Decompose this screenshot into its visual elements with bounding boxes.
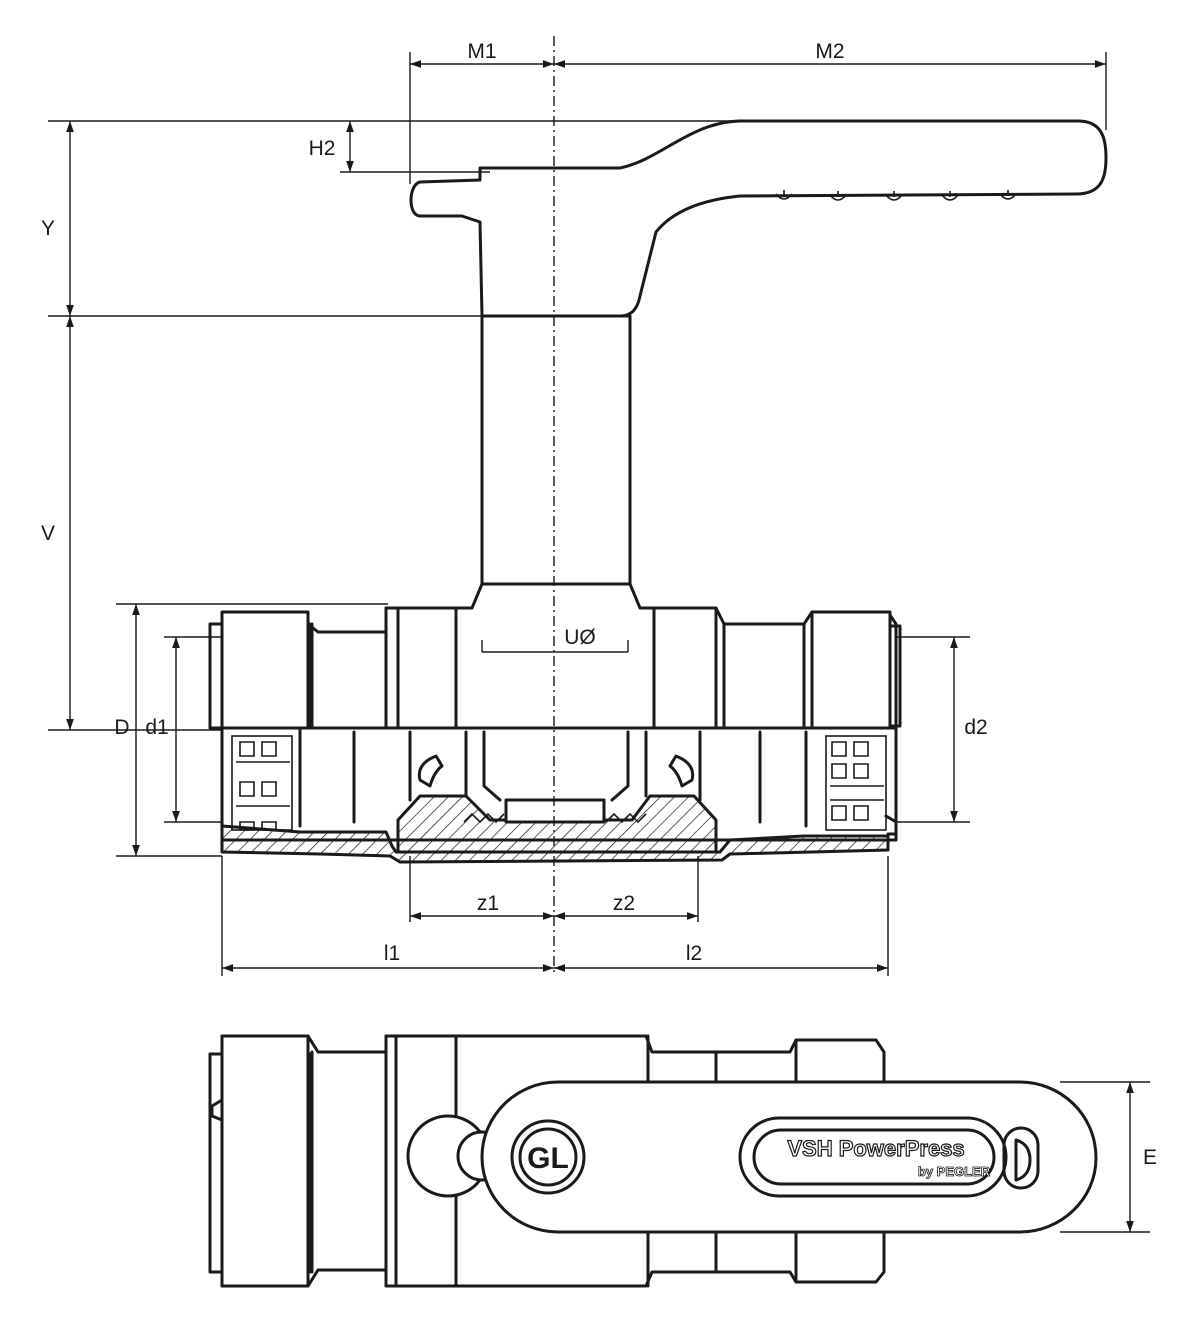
extension-lines [48,52,1107,976]
dimension-lines [66,60,1106,972]
label-m1: M1 [467,40,496,63]
brand-subline: by PEGLER [918,1164,991,1179]
label-d2: d2 [964,716,987,739]
dimension-labels: M1 M2 H2 Y V D d1 d2 UØ z1 z2 l1 l2 [41,40,988,965]
valve-stem [480,314,632,586]
label-m2: M2 [815,40,844,63]
top-view: GL VSH PowerPress by PEGLER E [208,1034,1157,1288]
label-d: D [114,716,129,739]
brand-plate: VSH PowerPress by PEGLER [738,1116,1040,1198]
label-v: V [41,522,55,545]
lever-handle [409,119,1108,318]
label-u: UØ [564,626,596,649]
label-y: Y [41,217,55,240]
valve-body [208,582,902,730]
gl-logo: GL [510,1119,586,1195]
label-l2: l2 [686,942,702,965]
hatched-section [220,824,890,864]
label-z1: z1 [477,892,499,915]
label-z2: z2 [613,892,635,915]
svg-text:GL: GL [527,1142,569,1175]
side-view: M1 M2 H2 Y V D d1 d2 UØ z1 z2 l1 l2 [41,36,1108,976]
handle-grip-ridges [775,190,1017,201]
label-h2: H2 [309,137,336,160]
brand-name: VSH PowerPress [787,1136,964,1161]
label-e: E [1143,1146,1157,1169]
valve-body-section [220,726,898,864]
label-d1: d1 [145,716,168,739]
label-l1: l1 [384,942,400,965]
